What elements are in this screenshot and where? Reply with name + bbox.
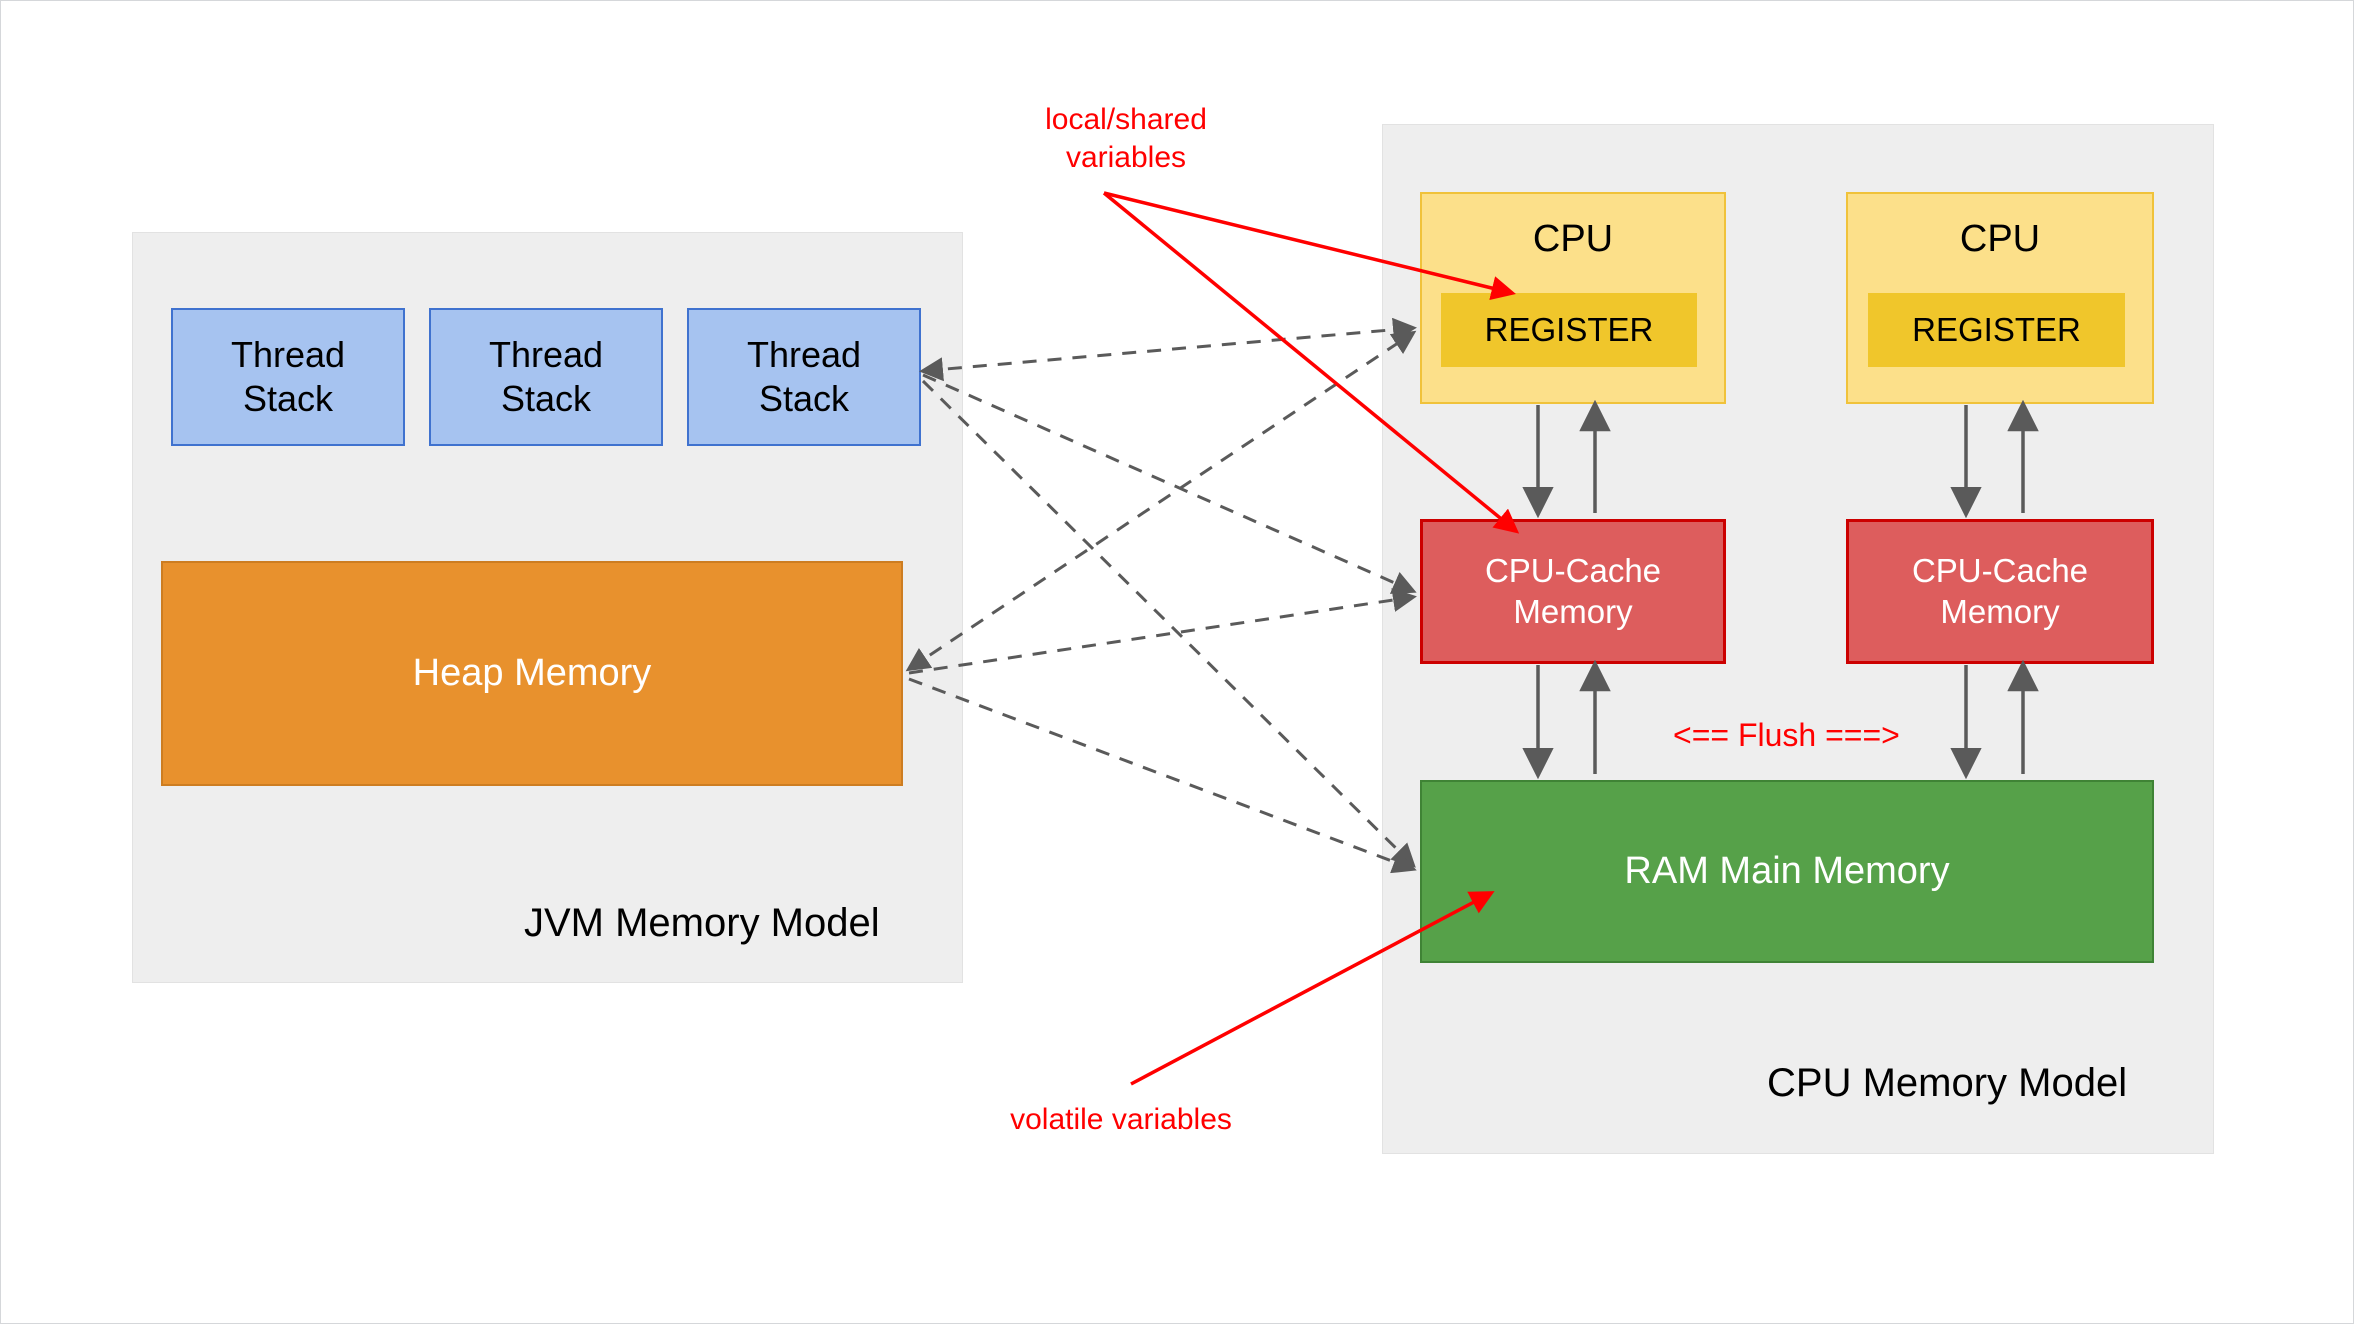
thread-stack-label-2: Thread Stack: [488, 334, 604, 419]
cpu-label-1: CPU: [1532, 218, 1614, 260]
flush-label: <== Flush ===>: [1673, 717, 1900, 753]
thread-stack-label-3: Thread Stack: [746, 334, 862, 419]
thread-stack-label-1: Thread Stack: [230, 334, 346, 419]
cpu-cache-memory-box-1[interactable]: CPU-Cache Memory: [1420, 519, 1726, 664]
heap-memory-label: Heap Memory: [412, 652, 652, 695]
dashed-arrow-heap-to-register: [905, 330, 1417, 672]
annotation-local-shared-variables: local/shared variables: [1045, 103, 1207, 174]
annotation-volatile-variables: volatile variables: [1010, 1103, 1232, 1136]
ram-main-memory-label: RAM Main Memory: [1624, 850, 1950, 893]
dashed-arrow-threadstack-to-register: [919, 317, 1417, 382]
register-box-2[interactable]: REGISTER: [1868, 293, 2125, 367]
thread-stack-box-3[interactable]: Thread Stack: [687, 308, 921, 446]
register-label-1: REGISTER: [1484, 310, 1654, 348]
dashed-connector-group: [905, 317, 1417, 874]
ram-main-memory-box[interactable]: RAM Main Memory: [1420, 780, 2154, 963]
dashed-arrow-threadstack-to-cache: [922, 373, 1417, 594]
dashed-arrow-threadstack-to-ram: [921, 379, 1416, 868]
dashed-arrow-heap-to-cache: [908, 588, 1417, 675]
thread-stack-box-2[interactable]: Thread Stack: [429, 308, 663, 446]
dashed-arrow-heap-to-ram: [908, 677, 1417, 874]
cpu-cache-memory-label-1: CPU-Cache Memory: [1484, 552, 1662, 630]
cpu-cache-memory-label-2: CPU-Cache Memory: [1911, 552, 2089, 630]
heap-memory-box[interactable]: Heap Memory: [161, 561, 903, 786]
jvm-panel-title: JVM Memory Model: [524, 901, 880, 945]
cpu-cache-memory-box-2[interactable]: CPU-Cache Memory: [1846, 519, 2154, 664]
thread-stack-box-1[interactable]: Thread Stack: [171, 308, 405, 446]
cpu-label-2: CPU: [1959, 218, 2041, 260]
register-box-1[interactable]: REGISTER: [1441, 293, 1697, 367]
register-label-2: REGISTER: [1912, 310, 2081, 348]
cpu-panel-title: CPU Memory Model: [1767, 1061, 2128, 1105]
